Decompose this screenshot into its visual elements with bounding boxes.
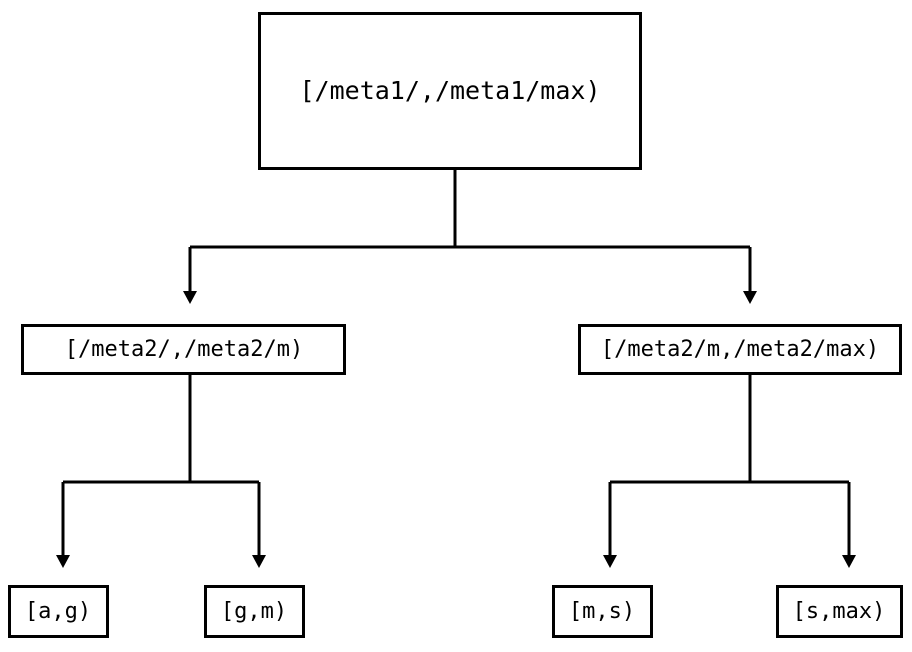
node-root-box[interactable] <box>258 12 642 170</box>
arrow-head-icon <box>56 555 70 568</box>
arrow-head-icon <box>252 555 266 568</box>
node-mid-right-label: [/meta2/m,/meta2/max) <box>601 337 879 362</box>
node-leaf-3-label: [m,s) <box>569 599 635 624</box>
edge-group-mid-left <box>56 374 266 568</box>
node-leaf-4-label: [s,max) <box>793 599 886 624</box>
node-leaf-2-label: [g,m) <box>221 599 287 624</box>
node-mid-left[interactable]: [/meta2/,/meta2/m) <box>21 324 346 375</box>
node-mid-right[interactable]: [/meta2/m,/meta2/max) <box>578 324 902 375</box>
node-root-label: [/meta1/,/meta1/max) <box>299 76 600 105</box>
node-leaf-2-box[interactable] <box>204 585 305 638</box>
arrow-head-icon <box>743 291 757 304</box>
arrow-head-icon <box>603 555 617 568</box>
node-leaf-4-box[interactable] <box>776 585 903 638</box>
node-leaf-1[interactable]: [a,g) <box>8 585 109 638</box>
edge-group-root <box>183 168 757 304</box>
node-root[interactable]: [/meta1/,/meta1/max) <box>258 12 642 170</box>
node-mid-right-box[interactable] <box>578 324 902 375</box>
arrow-head-icon <box>842 555 856 568</box>
node-mid-left-label: [/meta2/,/meta2/m) <box>65 337 303 362</box>
node-leaf-4[interactable]: [s,max) <box>776 585 903 638</box>
node-leaf-3-box[interactable] <box>552 585 653 638</box>
node-leaf-1-label: [a,g) <box>25 599 91 624</box>
node-leaf-2[interactable]: [g,m) <box>204 585 305 638</box>
node-mid-left-box[interactable] <box>21 324 346 375</box>
node-leaf-1-box[interactable] <box>8 585 109 638</box>
node-leaf-3[interactable]: [m,s) <box>552 585 653 638</box>
arrow-head-icon <box>183 291 197 304</box>
edge-group-mid-right <box>603 374 856 568</box>
